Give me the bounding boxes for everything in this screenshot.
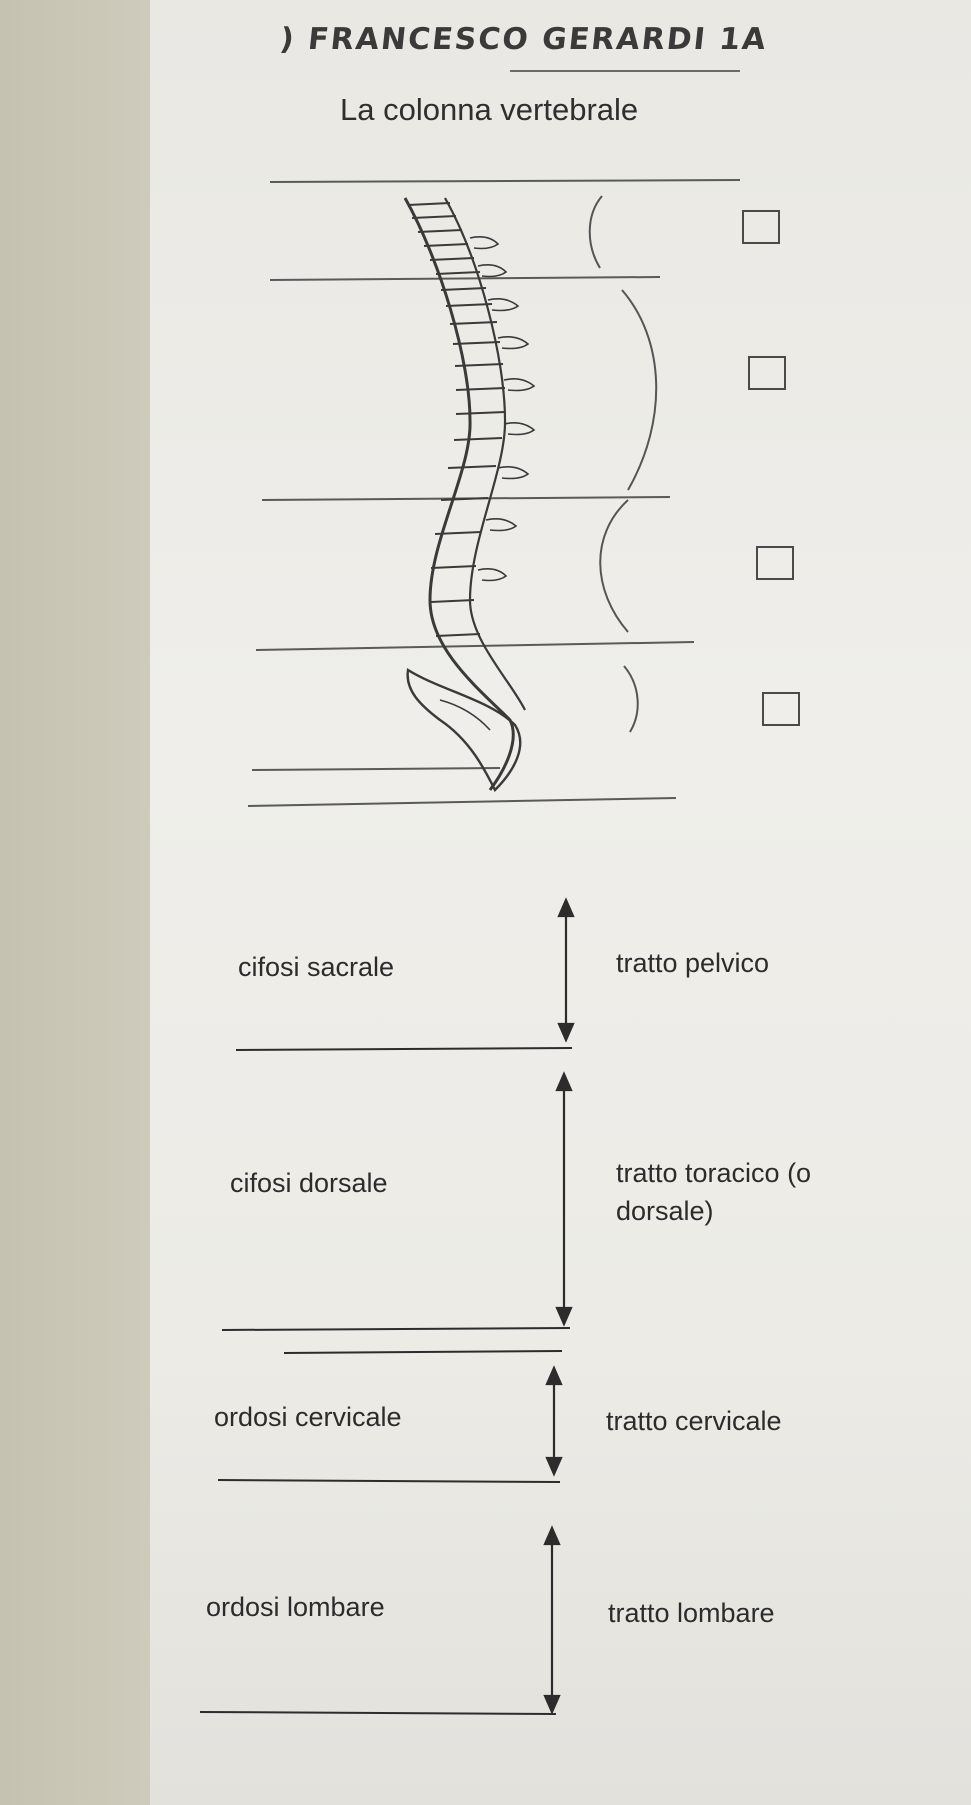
- arrow-head-up: [545, 1365, 563, 1386]
- tract-label: tratto lombare: [608, 1598, 775, 1628]
- tract-label: tratto toracico (o dorsale): [616, 1158, 812, 1226]
- tract-label: tratto cervicale: [606, 1406, 782, 1436]
- section-lines: [247, 179, 741, 807]
- divider-line: [235, 1047, 573, 1051]
- cervical-curve-arc: [588, 195, 603, 269]
- divider-line: [221, 1327, 571, 1331]
- checkbox-sacral[interactable]: [762, 692, 800, 726]
- tract-label: tratto pelvico: [616, 948, 770, 978]
- curve-label: ordosi cervicale: [214, 1402, 402, 1432]
- checkbox-cervical[interactable]: [742, 210, 780, 244]
- worksheet-title: La colonna vertebrale: [340, 92, 639, 127]
- arrow-head-down: [545, 1456, 563, 1477]
- curve-label: cifosi dorsale: [230, 1168, 388, 1198]
- curve-arcs: [588, 195, 658, 733]
- thoracic-curve-arc: [621, 289, 658, 491]
- arrow-head-up: [557, 897, 575, 918]
- arrow-head-up: [555, 1071, 573, 1092]
- divider-line: [217, 1479, 561, 1483]
- arrow-head-up: [543, 1525, 561, 1546]
- curve-label: cifosi sacrale: [238, 952, 395, 982]
- section-line: [269, 276, 661, 281]
- checkbox-thoracic[interactable]: [748, 356, 786, 390]
- curve-label: ordosi lombare: [206, 1592, 385, 1622]
- divider-line: [283, 1350, 563, 1354]
- name-underline: [510, 70, 740, 72]
- sacral-curve-arc: [623, 665, 639, 733]
- worksheet-paper: [150, 0, 971, 1805]
- arrow-head-down: [543, 1694, 561, 1715]
- vertebral-column: [403, 197, 536, 793]
- divider-line: [199, 1711, 557, 1715]
- arrow-head-down: [555, 1306, 573, 1327]
- checkbox-lumbar[interactable]: [756, 546, 794, 580]
- section-line: [255, 641, 695, 651]
- section-line: [251, 767, 501, 771]
- section-line: [269, 179, 741, 183]
- section-line: [247, 797, 677, 807]
- section-arrows: [199, 897, 575, 1715]
- arrow-head-down: [557, 1022, 575, 1043]
- lumbar-curve-arc: [599, 499, 629, 633]
